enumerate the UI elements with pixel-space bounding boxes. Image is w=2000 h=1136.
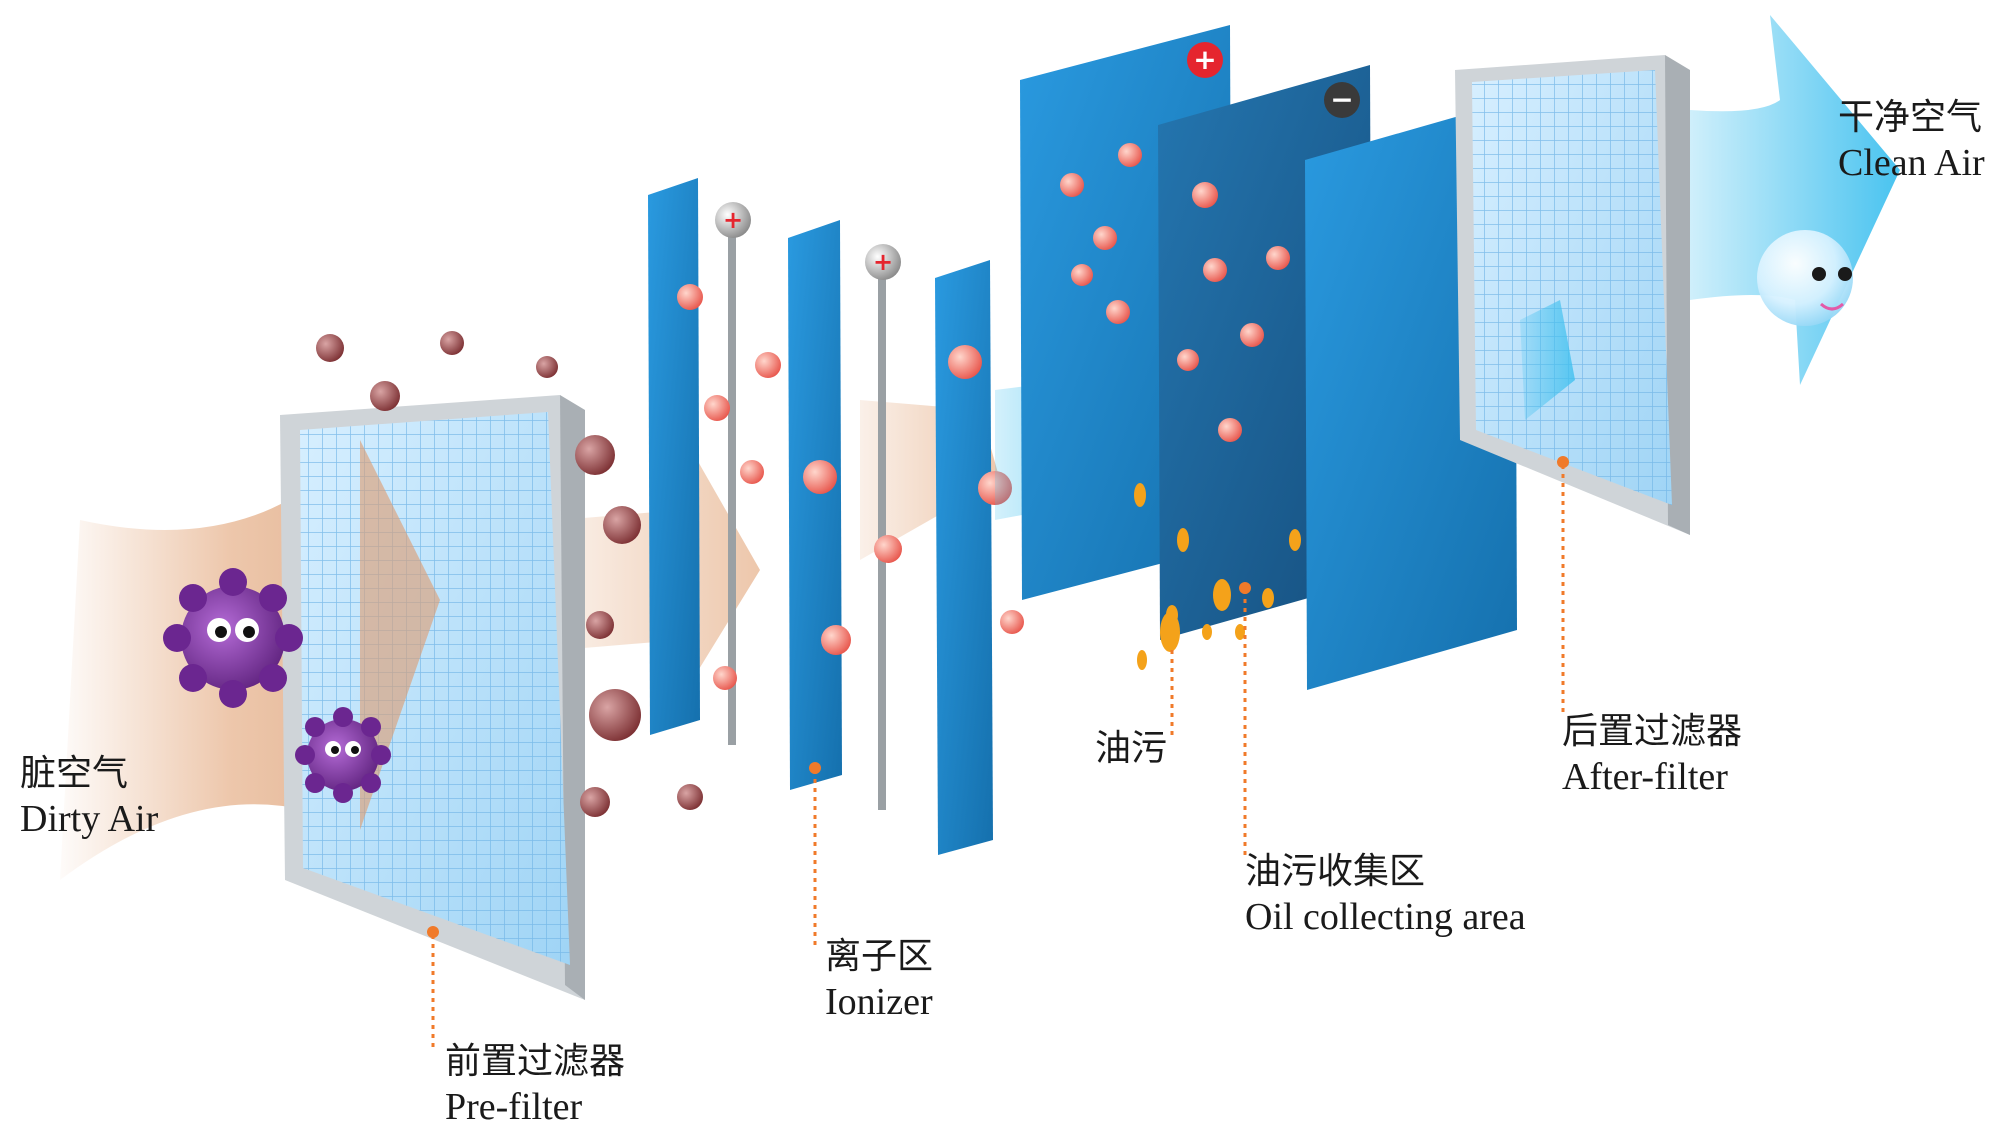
ionizer-plate (648, 178, 700, 735)
charged-particle (803, 460, 837, 494)
label-dirty-air-zh: 脏空气 (20, 753, 129, 794)
label-after-filter-zh: 后置过滤器 (1562, 711, 1743, 752)
oil-particle (1177, 349, 1199, 371)
dust-particle (536, 356, 558, 378)
oil-particle (1192, 182, 1218, 208)
label-oil-stain-zh: 油污 (1095, 728, 1168, 769)
pre-filter (280, 395, 585, 1000)
anchor-dot (1557, 456, 1569, 468)
germ-icon (295, 707, 391, 803)
svg-text:+: + (723, 206, 743, 234)
oil-drop (1235, 624, 1245, 640)
label-ionizer-zh: 离子区 (825, 936, 934, 977)
leader-lines (431, 465, 1565, 1050)
charged-particle (713, 666, 737, 690)
oil-particle (1093, 226, 1117, 250)
oil-drop (1289, 529, 1301, 551)
dust-particle (677, 784, 703, 810)
dust-particle (586, 611, 614, 639)
label-oil-collecting-zh: 油污收集区 (1245, 851, 1426, 892)
dust-particle (580, 787, 610, 817)
clean-air-flow-after (1520, 300, 1575, 420)
dust-particle-group (316, 331, 703, 817)
charged-particle (1000, 610, 1024, 634)
dust-particle (370, 381, 400, 411)
oil-particle (1118, 143, 1142, 167)
ionizer-plate (788, 220, 842, 790)
label-pre-filter-zh: 前置过滤器 (445, 1041, 626, 1082)
charged-particle (704, 395, 730, 421)
oil-particle (1060, 173, 1084, 197)
dust-particle (603, 506, 641, 544)
oil-particle (1266, 246, 1290, 270)
anchor-dot (809, 762, 821, 774)
oil-drop (1160, 612, 1180, 652)
label-oil-collecting: 油污收集区 Oil collecting area (1245, 850, 1526, 940)
oil-particle (1240, 323, 1264, 347)
ionizer-wire: + (715, 202, 751, 745)
label-pre-filter-en: Pre-filter (445, 1085, 583, 1128)
oil-drop (1202, 624, 1212, 640)
oil-particle (1106, 300, 1130, 324)
anchor-dot (427, 926, 439, 938)
label-dirty-air: 脏空气 Dirty Air (20, 752, 158, 842)
anchor-dot (1239, 582, 1251, 594)
oil-particle-group (1060, 143, 1290, 442)
charged-particle (755, 352, 781, 378)
label-clean-air-zh: 干净空气 (1838, 97, 1983, 138)
oil-particle (1218, 418, 1242, 442)
label-after-filter: 后置过滤器 After-filter (1562, 710, 1742, 800)
after-filter (1455, 55, 1690, 535)
label-clean-air: 干净空气 Clean Air (1838, 96, 1985, 186)
oil-drop-group (1134, 483, 1301, 670)
oil-drop (1213, 579, 1231, 611)
oil-drop (1262, 588, 1274, 608)
label-oil-collecting-en: Oil collecting area (1245, 895, 1526, 938)
dust-particle (316, 334, 344, 362)
ionizer-plate (935, 260, 993, 855)
oil-drop (1137, 650, 1147, 670)
charged-particle (821, 625, 851, 655)
charged-particle (740, 460, 764, 484)
clean-air-flow (1690, 15, 1900, 385)
label-oil-stain: 油污 (1095, 727, 1167, 771)
clean-air-bubble-icon (1757, 230, 1853, 326)
oil-drop (1134, 483, 1146, 507)
label-dirty-air-en: Dirty Air (20, 797, 159, 840)
dust-particle (575, 435, 615, 475)
svg-text:−: − (1330, 83, 1353, 116)
germ-icon (163, 568, 303, 708)
charged-particle (874, 535, 902, 563)
svg-text:+: + (873, 248, 893, 276)
dust-particle (440, 331, 464, 355)
label-clean-air-en: Clean Air (1838, 141, 1985, 184)
oil-particle (1071, 264, 1093, 286)
label-ionizer: 离子区 Ionizer (825, 935, 933, 1025)
oil-particle (1203, 258, 1227, 282)
label-after-filter-en: After-filter (1562, 755, 1728, 798)
charged-particle (677, 284, 703, 310)
charged-particle (948, 345, 982, 379)
label-ionizer-en: Ionizer (825, 980, 933, 1023)
svg-text:+: + (1193, 43, 1216, 76)
label-pre-filter: 前置过滤器 Pre-filter (445, 1040, 625, 1130)
dust-particle (589, 689, 641, 741)
oil-drop (1177, 528, 1189, 552)
